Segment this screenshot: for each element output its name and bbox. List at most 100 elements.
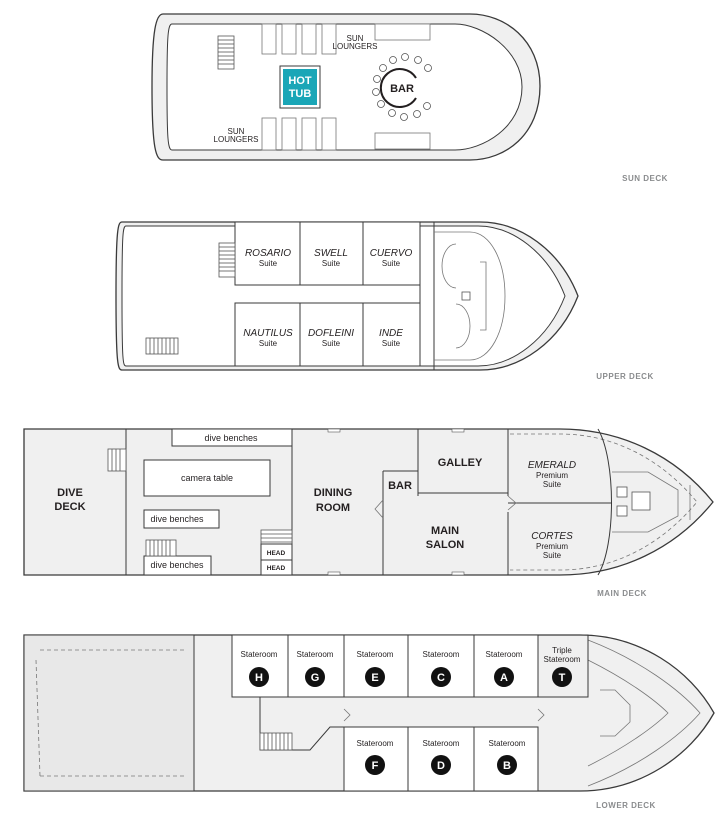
emerald-type-2: Suite xyxy=(543,480,562,489)
cortes-type-1: Premium xyxy=(536,542,568,551)
upper-suites xyxy=(234,221,421,367)
galley-label: GALLEY xyxy=(438,457,483,469)
stateroom-f-label: Stateroom xyxy=(357,739,394,748)
stateroom-t-badge xyxy=(552,667,572,687)
lower-stairs xyxy=(259,732,293,751)
lower-engine-room xyxy=(23,634,195,792)
upper-bridge xyxy=(433,222,506,370)
suite-swell-type: Suite xyxy=(322,259,341,268)
suite-rosario-type: Suite xyxy=(259,259,278,268)
upper-deck: ROSARIO Suite SWELL Suite CUERVO Suite N… xyxy=(115,221,653,381)
main-bow-details xyxy=(612,471,691,533)
suite-cuervo-name: CUERVO xyxy=(370,248,413,259)
stateroom-d-label: Stateroom xyxy=(423,739,460,748)
head-1-label: HEAD xyxy=(267,550,286,557)
cortes-type-2: Suite xyxy=(543,551,562,560)
main-deck-walls xyxy=(125,428,612,576)
dive-benches-mid-label: dive benches xyxy=(150,514,204,524)
dive-benches-bottom-label: dive benches xyxy=(150,560,204,570)
suite-swell-name: SWELL xyxy=(314,248,348,259)
hot-tub-label-2: TUB xyxy=(289,88,312,100)
sun-deck: SUN LOUNGERS SUN LOUNGERS HOT TUB xyxy=(151,13,668,183)
sun-loungers-top xyxy=(261,23,431,55)
main-stairs-3 xyxy=(260,529,293,545)
suite-rosario-name: ROSARIO xyxy=(245,248,291,259)
hot-tub-label-1: HOT xyxy=(288,75,312,87)
dining-room-label-2: ROOM xyxy=(316,502,350,514)
stateroom-h-badge xyxy=(249,667,269,687)
upper-stairs-1 xyxy=(218,242,236,278)
suite-inde-type: Suite xyxy=(382,339,401,348)
sun-loungers-top-label-2: LOUNGERS xyxy=(333,42,378,51)
main-deck-name: MAIN DECK xyxy=(597,589,647,598)
sun-deck-name: SUN DECK xyxy=(622,174,668,183)
sun-loungers-bottom-label-1: SUN xyxy=(228,127,245,136)
lower-deck-hull xyxy=(23,634,715,792)
dive-benches-top xyxy=(171,428,293,447)
head-2 xyxy=(260,559,293,576)
lower-deck-name: LOWER DECK xyxy=(596,801,656,810)
suite-inde-name: INDE xyxy=(379,328,403,339)
dive-benches-mid xyxy=(143,509,220,529)
hot-tub xyxy=(283,69,317,105)
stateroom-g-letter: G xyxy=(311,672,320,684)
stateroom-c-label: Stateroom xyxy=(423,650,460,659)
stateroom-b-badge xyxy=(497,755,517,775)
dining-room-label-1: DINING xyxy=(314,487,353,499)
head-2-label: HEAD xyxy=(267,565,286,572)
dive-benches-bottom xyxy=(143,555,212,576)
stateroom-t-letter: T xyxy=(559,672,566,684)
stateroom-f-letter: F xyxy=(372,760,379,772)
stateroom-a-label: Stateroom xyxy=(486,650,523,659)
main-bar-label: BAR xyxy=(388,480,412,492)
dive-deck-label-1: DIVE xyxy=(57,487,83,499)
stateroom-t-label-1: Triple xyxy=(552,646,572,655)
stateroom-d-badge xyxy=(431,755,451,775)
upper-deck-name: UPPER DECK xyxy=(596,372,653,381)
suite-dofleini-type: Suite xyxy=(322,339,341,348)
lower-deck: Stateroom H Stateroom G Stateroom E Stat… xyxy=(23,634,715,810)
main-deck: dive benches camera table dive benches d… xyxy=(23,428,714,598)
camera-table-label: camera table xyxy=(181,473,233,483)
stateroom-b-label: Stateroom xyxy=(489,739,526,748)
upper-stairs-2 xyxy=(145,337,179,355)
stateroom-c-badge xyxy=(431,667,451,687)
main-deck-hull xyxy=(23,428,714,576)
suite-dofleini-name: DOFLEINI xyxy=(308,328,354,339)
stateroom-g-badge xyxy=(305,667,325,687)
stateroom-h-letter: H xyxy=(255,672,263,684)
sun-loungers-bottom-label-2: LOUNGERS xyxy=(214,135,259,144)
stateroom-h-label: Stateroom xyxy=(241,650,278,659)
camera-table xyxy=(143,459,271,497)
stateroom-g-label: Stateroom xyxy=(297,650,334,659)
stateroom-a-badge xyxy=(494,667,514,687)
sun-deck-stairs xyxy=(217,35,235,70)
dive-deck-label-2: DECK xyxy=(54,501,85,513)
stateroom-t-label-2: Stateroom xyxy=(544,655,581,664)
suite-nautilus-type: Suite xyxy=(259,339,278,348)
stateroom-d-letter: D xyxy=(437,760,445,772)
sun-bar xyxy=(372,53,432,121)
stateroom-e-letter: E xyxy=(371,672,378,684)
emerald-name: EMERALD xyxy=(528,460,576,471)
stateroom-e-badge xyxy=(365,667,385,687)
suite-cuervo-type: Suite xyxy=(382,259,401,268)
stateroom-a-letter: A xyxy=(500,672,508,684)
main-stairs-2 xyxy=(145,539,177,557)
dive-benches-top-label: dive benches xyxy=(204,433,258,443)
lower-rooms-top xyxy=(231,634,589,698)
sun-loungers-top-label-1: SUN xyxy=(347,34,364,43)
stateroom-b-letter: B xyxy=(503,760,511,772)
sun-bar-label: BAR xyxy=(390,83,414,95)
main-salon-label-1: MAIN xyxy=(431,525,459,537)
main-salon-label-2: SALON xyxy=(426,539,465,551)
main-stairs-1 xyxy=(107,448,127,472)
suite-nautilus-name: NAUTILUS xyxy=(243,328,293,339)
stateroom-f-badge xyxy=(365,755,385,775)
emerald-type-1: Premium xyxy=(536,471,568,480)
sun-loungers-bottom xyxy=(261,117,431,151)
sun-deck-floor xyxy=(166,23,523,151)
stateroom-c-letter: C xyxy=(437,672,445,684)
cortes-name: CORTES xyxy=(531,531,573,542)
